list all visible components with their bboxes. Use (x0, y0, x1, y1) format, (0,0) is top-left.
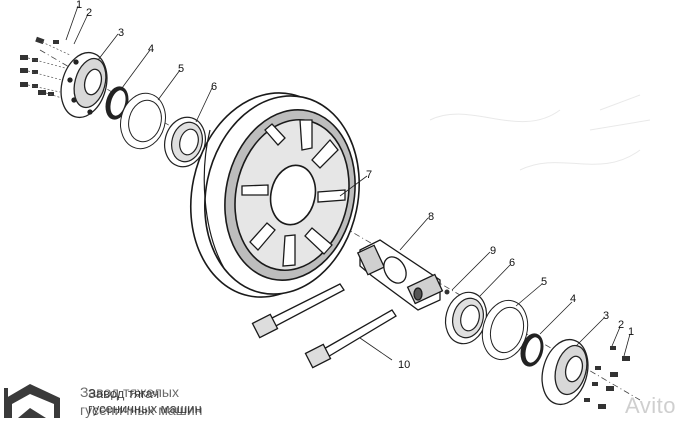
callout-2-left: 2 (86, 7, 92, 19)
idler-wheel (189, 92, 360, 298)
callout-4-left: 4 (148, 43, 154, 55)
callout-5-left: 5 (178, 63, 184, 75)
axle (356, 239, 444, 311)
callout-8: 8 (428, 211, 434, 223)
watermark-overlay-line-1: Завод тягач (88, 386, 160, 401)
background-watermark (429, 94, 651, 171)
callout-2-right: 2 (618, 319, 624, 331)
right-bolts (584, 346, 630, 409)
callout-1-left: 1 (76, 0, 82, 11)
callout-4-right: 4 (570, 293, 576, 305)
watermark-line-2: гусеничных машин (80, 402, 203, 418)
callout-9: 9 (490, 245, 496, 257)
callout-3-left: 3 (118, 27, 124, 39)
gasket-right (481, 299, 529, 361)
gasket-left (120, 92, 166, 150)
left-bolts (20, 36, 59, 96)
factory-logo (4, 384, 60, 418)
callout-7: 7 (366, 169, 372, 181)
callout-10: 10 (398, 359, 410, 371)
avito-watermark: Avito (624, 393, 676, 418)
watermark-text: Завод тяжелых гусеничных машин (80, 383, 202, 419)
long-bolt-upper (251, 283, 345, 339)
callout-6-left: 6 (211, 81, 217, 93)
pin-9 (444, 289, 450, 295)
callout-6-right: 6 (509, 257, 515, 269)
leader-lines (65, 5, 631, 361)
flange-cap-left (60, 51, 108, 119)
callout-1-right: 1 (628, 326, 634, 338)
callout-3-right: 3 (603, 310, 609, 322)
long-bolt-lower (304, 309, 397, 369)
watermark-overlay: Завод тягач гусеничных машин (88, 386, 202, 416)
watermark-line-1: Завод тяжелых (80, 384, 179, 400)
flange-cap-right (541, 338, 589, 406)
bearing-right (444, 291, 488, 345)
seal-ring-right (520, 333, 544, 367)
callout-5-right: 5 (541, 276, 547, 288)
callout-numbers: 1 2 3 4 5 6 7 8 9 6 5 4 3 2 1 10 (76, 0, 634, 371)
watermark-overlay-line-2: гусеничных машин (88, 401, 202, 416)
